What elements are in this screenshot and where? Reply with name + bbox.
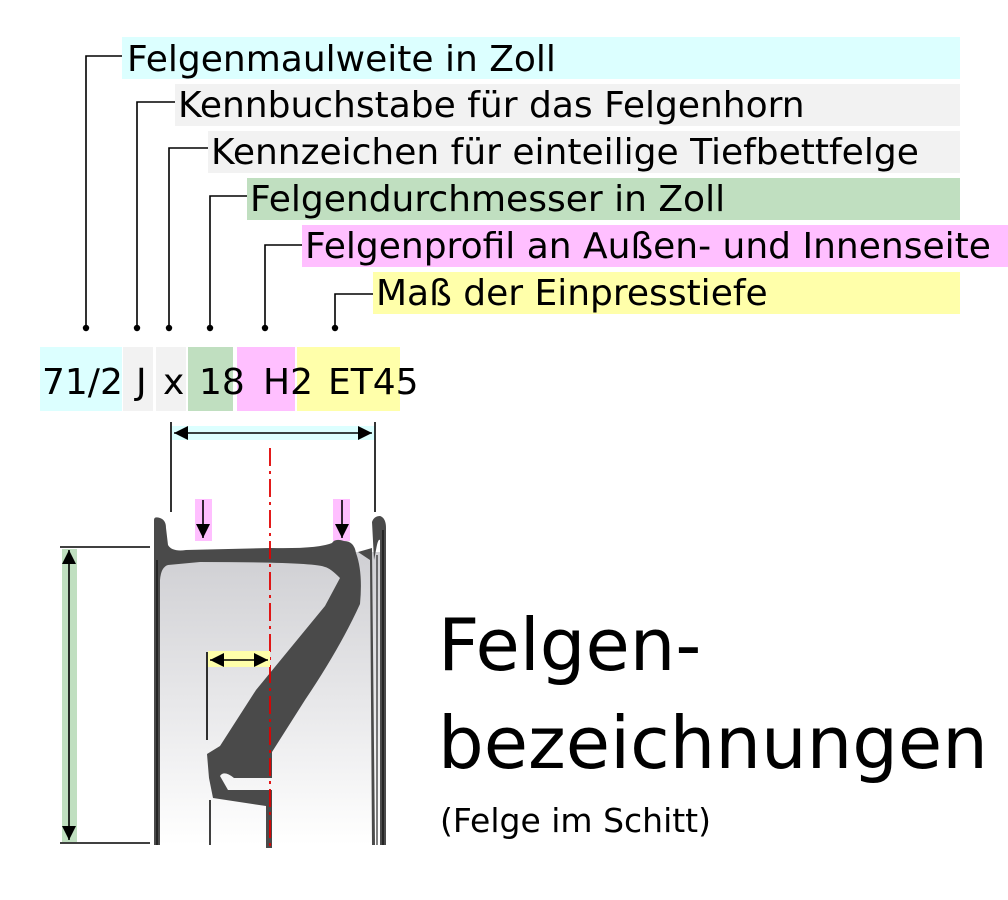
label-offset: Maß der Einpresstiefe (376, 273, 768, 314)
code-bg-flange (123, 347, 153, 411)
offset-marker (208, 651, 270, 667)
code-profile: H2 (263, 362, 313, 403)
title-line-1: Felgen- (438, 603, 701, 687)
label-flange-letter: Kennbuchstabe für das Felgenhorn (178, 85, 805, 126)
label-rim-width: Felgenmaulweite in Zoll (127, 39, 556, 80)
code-diameter: 18 (199, 362, 245, 403)
rim-width-dimension (170, 422, 376, 512)
leader-lines (82, 55, 373, 332)
label-bg-flange-letter (175, 84, 960, 126)
label-bg-diameter (247, 178, 960, 220)
label-bg-rim-width (122, 37, 960, 79)
code-bg-profile (237, 347, 295, 411)
label-bg-profile (302, 225, 1008, 267)
code-width: 71/2 (42, 362, 123, 403)
code-bg-x (156, 347, 186, 411)
label-drop-center: Kennzeichen für einteilige Tiefbettfelge (211, 132, 919, 173)
rim-diameter-dimension (60, 546, 150, 844)
label-profile: Felgenprofil an Außen- und Innenseite (305, 226, 991, 267)
label-bg-offset (373, 272, 960, 314)
rim-cross-section (154, 448, 386, 848)
code-offset: ET45 (328, 362, 419, 403)
code-bg-offset (297, 347, 400, 411)
code-bg-diameter (188, 347, 233, 411)
code-x: x (163, 362, 184, 403)
code-bg-width (40, 347, 122, 411)
label-bg-drop-center (208, 131, 960, 173)
title-line-2: bezeichnungen (438, 701, 988, 785)
subtitle: (Felge im Schitt) (440, 801, 711, 840)
label-diameter: Felgendurchmesser in Zoll (250, 179, 725, 220)
rim-body (154, 517, 361, 848)
code-flange: J (134, 362, 147, 403)
